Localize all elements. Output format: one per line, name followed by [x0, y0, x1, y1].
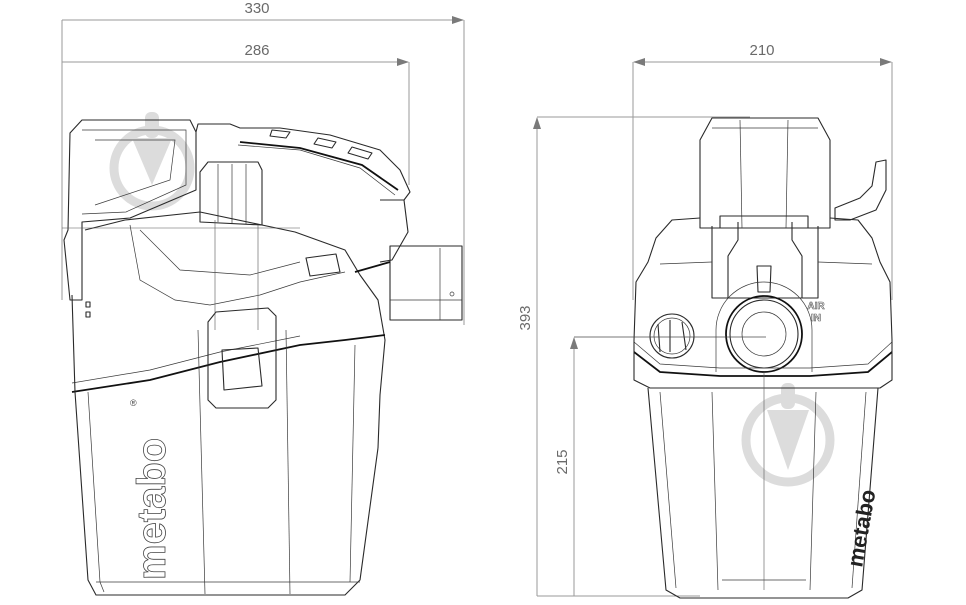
front-view: AIR IN metabo [574, 117, 893, 599]
dimension-215-label: 215 [554, 449, 571, 474]
dimension-330: 330 [61, 0, 465, 325]
air-in-label-line2: IN [811, 313, 821, 324]
side-view: metabo ® [62, 119, 463, 596]
brand-logo-front: metabo [842, 487, 880, 568]
dimension-286: 286 [62, 42, 410, 185]
watermark-icon [109, 112, 195, 211]
air-in-label-line1: AIR [807, 301, 825, 312]
registered-mark: ® [130, 398, 137, 408]
dimension-330-label: 330 [244, 0, 269, 17]
dimension-210-label: 210 [749, 42, 774, 59]
dimension-393: 393 [517, 116, 750, 597]
watermark-icon [741, 383, 835, 487]
dimension-286-label: 286 [244, 42, 269, 59]
dimension-393-label: 393 [517, 305, 534, 330]
dimension-210: 210 [632, 42, 893, 300]
brand-logo-side: metabo [130, 438, 174, 580]
